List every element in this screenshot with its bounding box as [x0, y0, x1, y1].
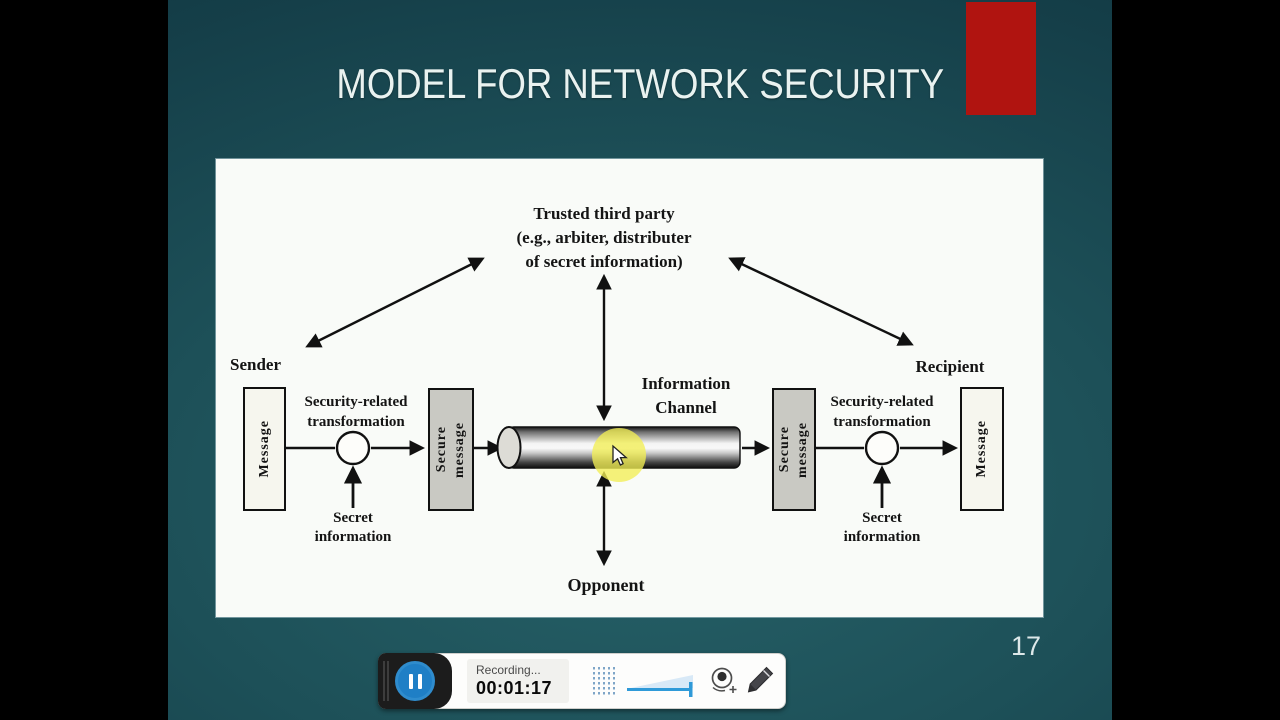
recording-status-panel: Recording... 00:01:17	[467, 659, 569, 703]
recording-status: Recording...	[476, 663, 541, 677]
volume-slider-icon[interactable]	[627, 674, 699, 698]
left-letterbox	[0, 0, 168, 720]
message-box-sender: Message	[243, 387, 286, 511]
pen-icon[interactable]	[745, 665, 775, 697]
trusted-third-party-label: Trusted third party (e.g., arbiter, dist…	[516, 204, 692, 271]
recipient-label: Recipient	[915, 357, 985, 376]
pause-button[interactable]	[395, 661, 435, 701]
transformation-label-recipient: Security-related transformation	[830, 394, 934, 430]
right-letterbox	[1112, 0, 1280, 720]
channel-left-cap	[496, 426, 522, 469]
page-title-text: MODEL FOR NETWORK SECURITY	[336, 60, 944, 107]
mouse-cursor-icon	[612, 444, 628, 466]
mic-level-icon	[593, 667, 616, 695]
diagram-panel: Trusted third party (e.g., arbiter, dist…	[216, 159, 1043, 617]
diagram-drawing	[282, 257, 959, 567]
sender-label: Sender	[230, 355, 281, 374]
transformation-label-sender: Security-related transformation	[304, 394, 408, 430]
information-channel-label: Information Channel	[641, 374, 731, 417]
secret-information-label-sender: Secret information	[314, 510, 392, 545]
webcam-icon[interactable]	[709, 666, 739, 696]
secure-message-box-recipient: Secure message	[772, 388, 816, 511]
recorder-toolbar: Recording... 00:01:17	[378, 653, 786, 709]
secret-information-label-recipient: Secret information	[843, 510, 921, 545]
arrow-ttp-recipient	[728, 257, 914, 346]
recording-time: 00:01:17	[476, 678, 553, 698]
accent-bar	[966, 2, 1036, 115]
arrow-sender-ttp	[305, 257, 485, 348]
secure-message-box-sender: Secure message	[428, 388, 474, 511]
page-title: MODEL FOR NETWORK SECURITY	[168, 60, 1112, 108]
slide-background: MODEL FOR NETWORK SECURITY	[168, 0, 1112, 720]
page-number: 17	[1010, 631, 1042, 661]
grip-lines-icon	[383, 661, 389, 701]
message-box-recipient: Message	[960, 387, 1004, 511]
transformation-circle-sender	[335, 430, 371, 466]
opponent-label: Opponent	[567, 575, 645, 595]
pause-icon	[408, 673, 413, 689]
transformation-circle-recipient	[864, 430, 900, 466]
